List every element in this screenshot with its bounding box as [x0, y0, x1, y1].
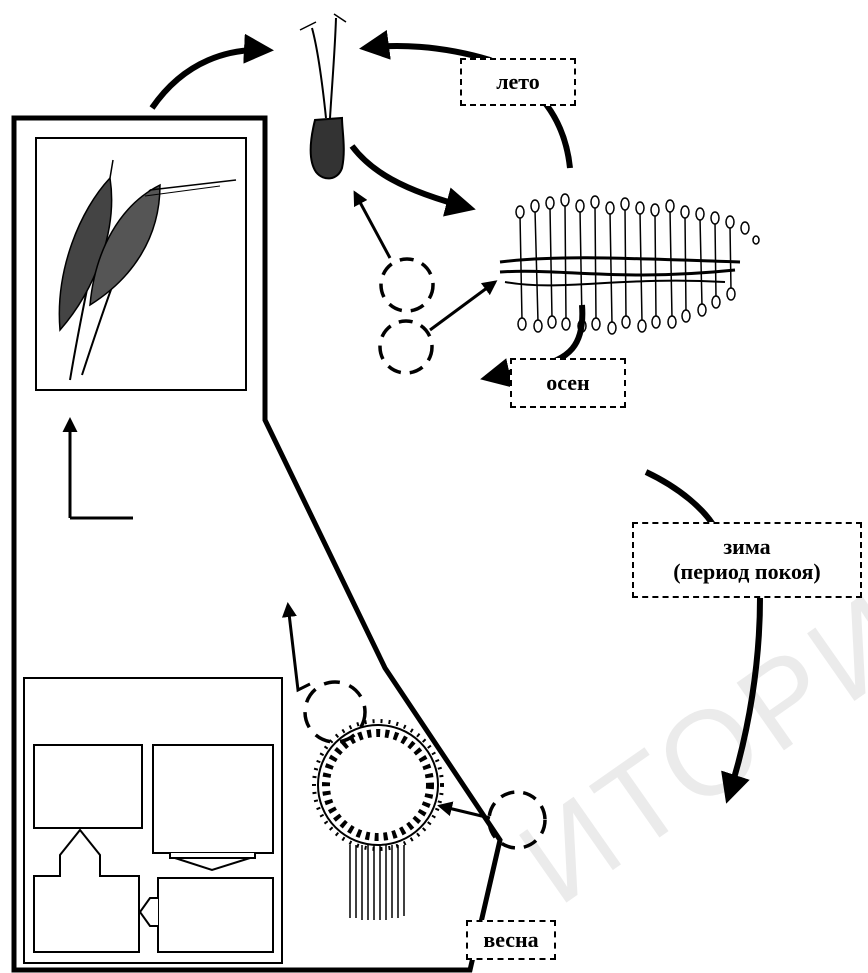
dashed-circle-1 [381, 259, 433, 311]
flow-box-top-right [153, 745, 273, 853]
flow-box-top-left [34, 745, 142, 828]
label-spring-text: весна [468, 922, 554, 958]
flow-box-bottom-right [158, 878, 273, 952]
label-winter-note: (период покоя) [634, 559, 860, 584]
arrow-circle-to-teliospore [355, 193, 390, 258]
label-autumn: осен [510, 358, 626, 408]
dashed-circle-2 [380, 321, 432, 373]
arrow-to-teliospore-left [152, 50, 268, 108]
teliospore-illustration [300, 14, 346, 178]
uredinia-illustration [500, 194, 759, 334]
arrow-teliospore-to-uredinia [352, 146, 470, 208]
arrow-winter-top [646, 472, 715, 528]
arrow-aecium-upwards [288, 605, 310, 690]
label-autumn-text: осен [512, 360, 624, 406]
label-summer: лето [460, 58, 576, 106]
label-spring: весна [466, 920, 556, 960]
label-winter-text: зима [634, 534, 860, 559]
arrow-circle-to-uredinia [430, 282, 495, 330]
aecium-illustration [314, 721, 442, 920]
label-summer-text: лето [462, 60, 574, 104]
label-winter: зима (период покоя) [632, 522, 862, 598]
